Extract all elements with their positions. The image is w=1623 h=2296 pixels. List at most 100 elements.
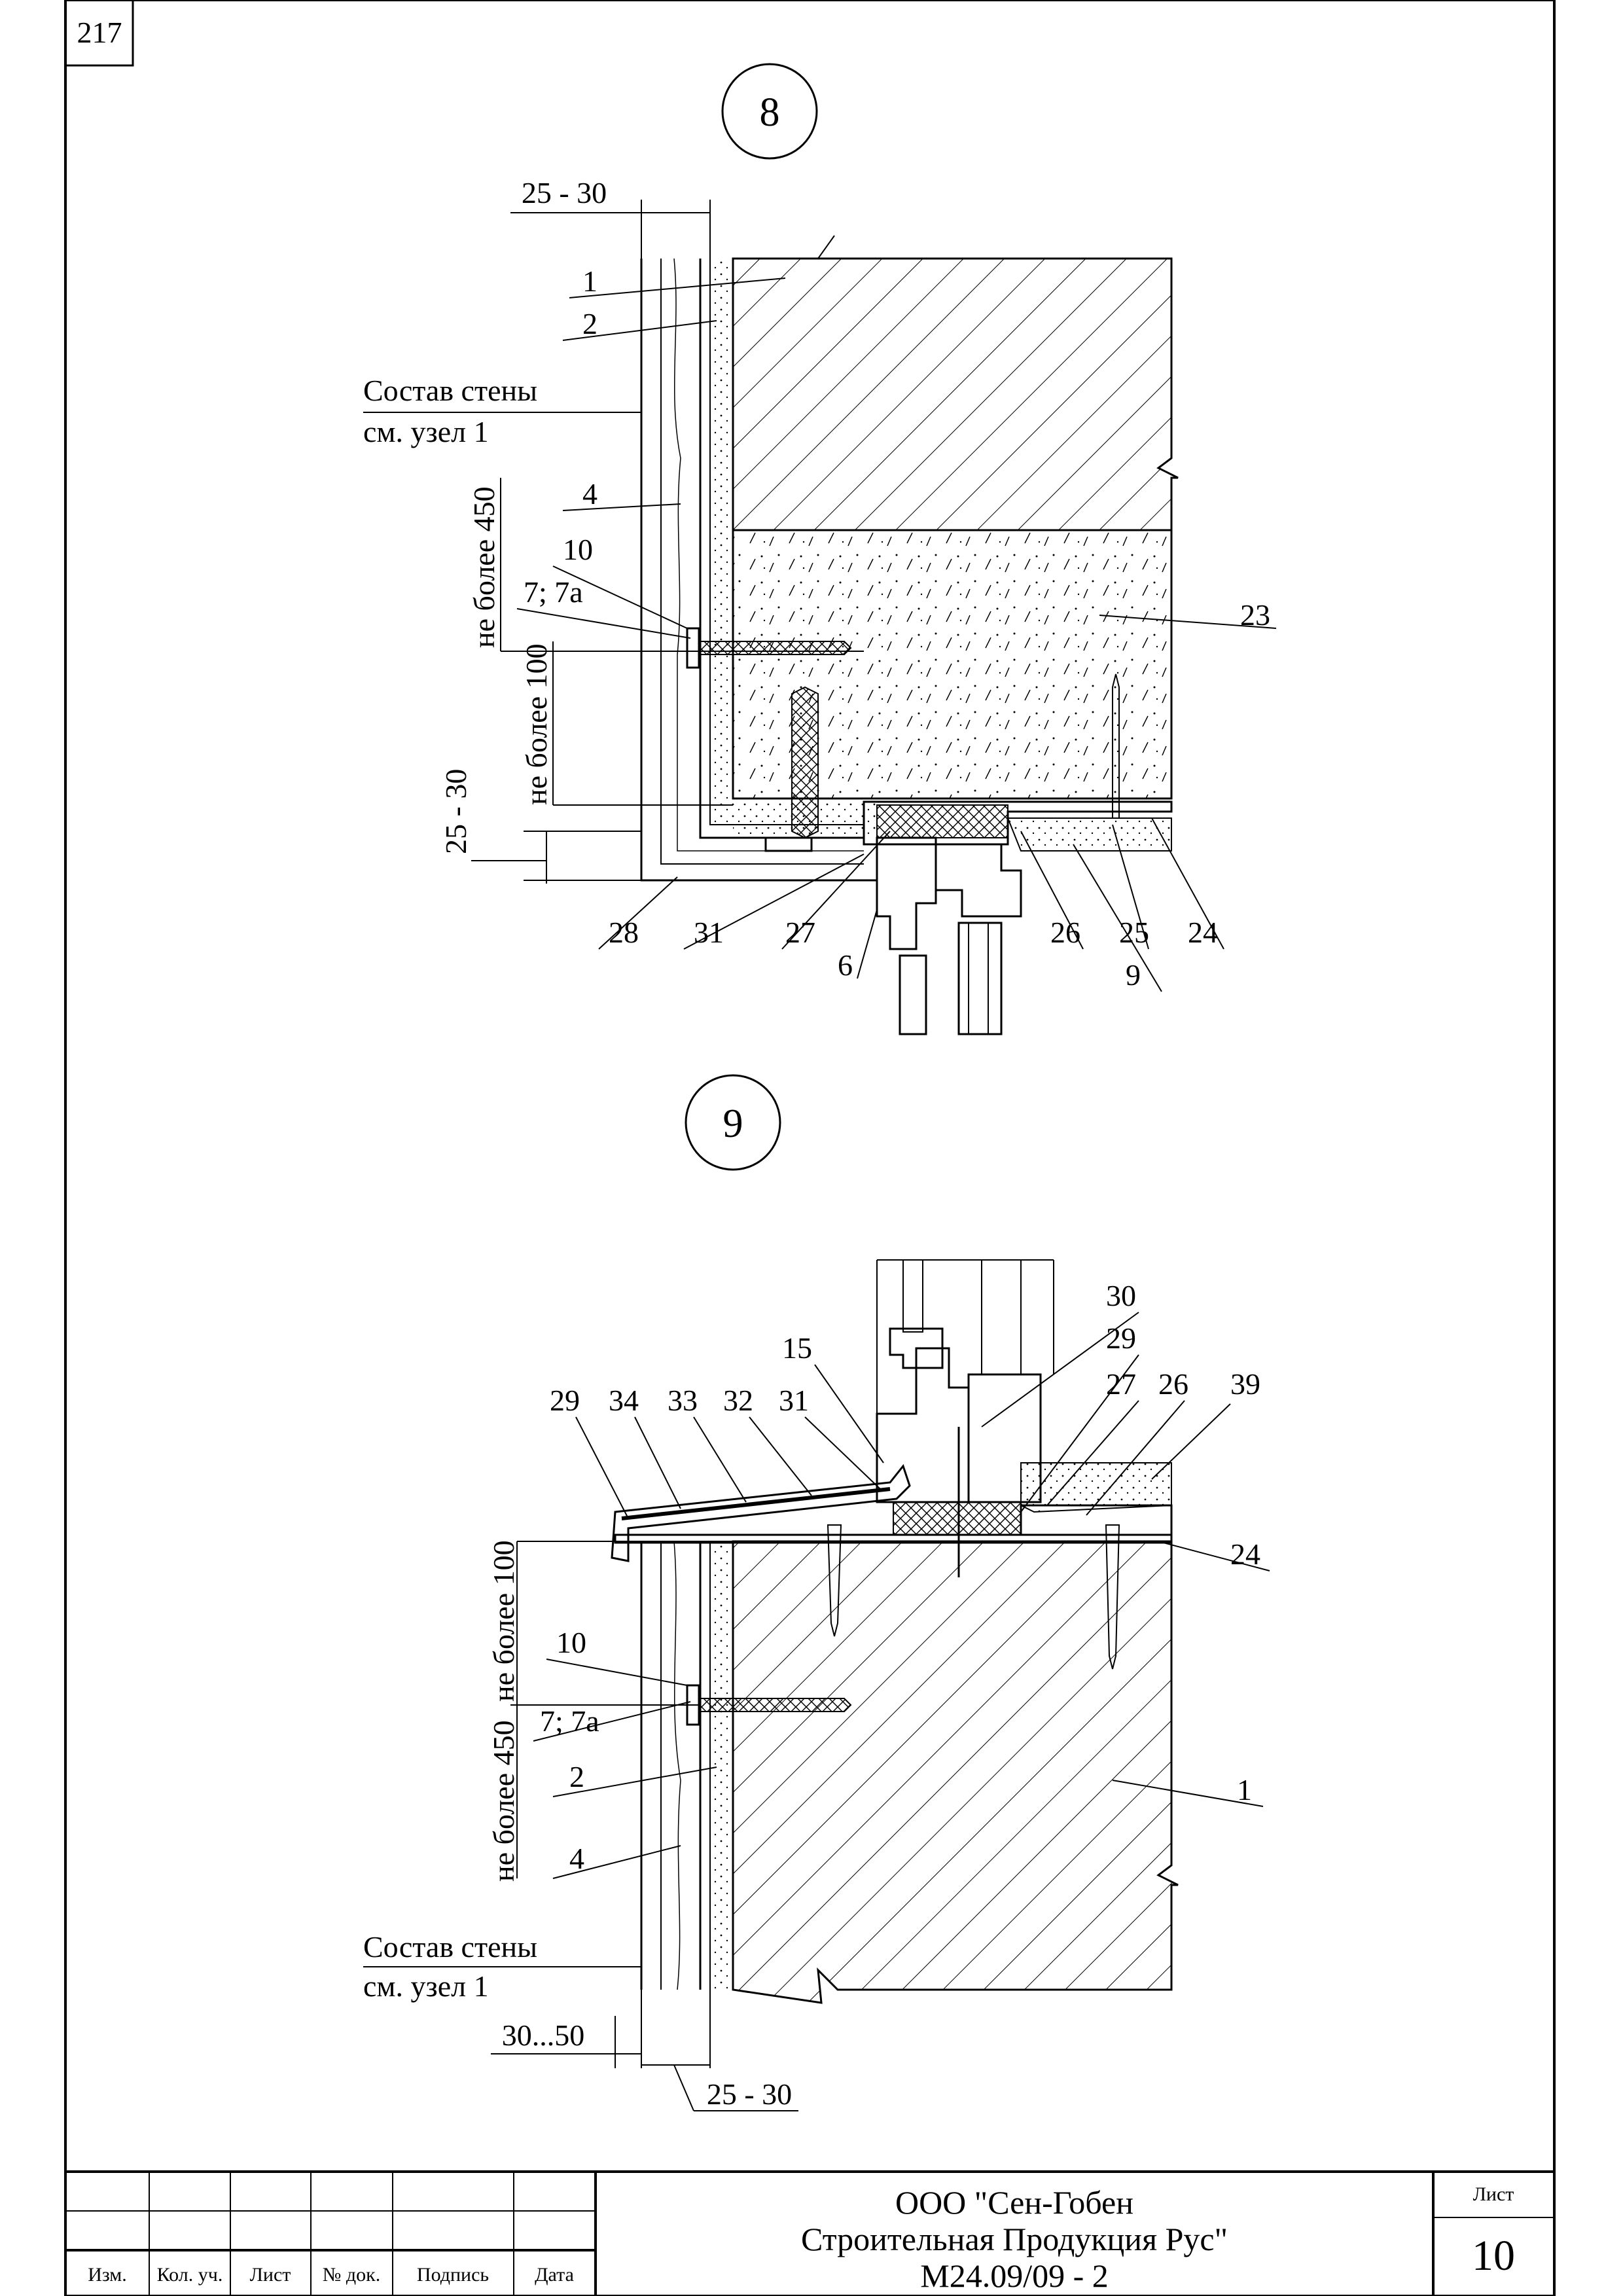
window-profile-9a [876, 1347, 970, 1503]
dim-bottom2-text: 25 - 30 [707, 2077, 792, 2111]
leader-10-9 [546, 1659, 688, 1686]
label-6: 6 [838, 948, 853, 982]
detail-8-marker-circle [721, 63, 818, 160]
leader-28 [598, 876, 678, 950]
label-1: 1 [582, 264, 597, 298]
label-9: 9 [1126, 958, 1141, 992]
leader-30 [981, 1312, 1139, 1427]
masonry-wall-9 [732, 1540, 1179, 2004]
leader-1 [569, 278, 786, 298]
detail-8-marker: 8 [760, 90, 780, 135]
detail-9-marker-circle [685, 1074, 781, 1171]
leader-9 [1073, 844, 1162, 992]
label-15: 15 [782, 1331, 812, 1365]
detail-8: 8 [363, 63, 1277, 1035]
leader-29b [575, 1416, 629, 1519]
label-26: 26 [1050, 916, 1080, 949]
leader-29a [1020, 1354, 1139, 1513]
dim-side-text: 25 - 30 [439, 769, 473, 854]
label-4-9: 4 [569, 1842, 584, 1875]
leader-34 [634, 1416, 681, 1509]
detail-9-marker: 9 [723, 1102, 743, 1146]
window-profile-mid [935, 843, 1022, 918]
leader-32 [749, 1416, 812, 1496]
label-2: 2 [582, 307, 597, 340]
leader-27-9 [1046, 1400, 1139, 1506]
tb-header-list: Лист [250, 2264, 291, 2286]
dim-450-text-9: не более 450 [487, 1720, 520, 1882]
glass-unit-9b [981, 1259, 1022, 1375]
label-2-9: 2 [569, 1760, 584, 1793]
leader-1-9 [1112, 1780, 1264, 1807]
label-10: 10 [563, 533, 593, 566]
tb-sheet-label: Лист [1473, 2183, 1514, 2205]
adhesive-fill-9 [710, 1541, 733, 1990]
sill-layer-33 [621, 1487, 891, 1520]
facade-mesh-9 [673, 1541, 681, 1990]
tb-header-sign: Подпись [417, 2264, 489, 2286]
dim-bottom2-leader [673, 2064, 694, 2111]
wall-note-line1: Состав стены [363, 374, 537, 407]
leader-31 [683, 853, 865, 950]
bottom-nail [1112, 673, 1120, 819]
label-7-7a-9: 7; 7а [540, 1704, 599, 1738]
wall-note-line2: см. узел 1 [363, 415, 489, 448]
label-25: 25 [1119, 916, 1149, 949]
leader-26-9 [1086, 1400, 1185, 1516]
label-31: 31 [694, 916, 724, 949]
inner-sill-board [1020, 1504, 1173, 1536]
label-10-9: 10 [556, 1626, 586, 1659]
adhesive-fill [710, 259, 733, 825]
sill-seal-9 [893, 1501, 1022, 1535]
title-block: Изм. Кол. уч. Лист № док. Подпись Дата О… [65, 2170, 1554, 2296]
wall-note-9-line2: см. узел 1 [363, 1969, 489, 2003]
label-1-9: 1 [1237, 1773, 1252, 1806]
leader-4-9 [552, 1845, 681, 1879]
leader-10 [552, 565, 688, 629]
leader-39 [1151, 1403, 1231, 1480]
dim-100-text-9: не более 100 [487, 1540, 520, 1702]
wall-break-mark [817, 235, 835, 259]
leader-31-9 [804, 1416, 881, 1490]
tb-header-date: Дата [535, 2264, 574, 2286]
leader-25 [1112, 824, 1149, 950]
window-frame-9 [876, 1259, 1054, 1577]
leader-4 [562, 503, 681, 511]
sill-slope [1007, 817, 1172, 852]
masonry-wall [732, 257, 1179, 531]
leader-15 [814, 1364, 884, 1463]
label-4: 4 [582, 477, 597, 511]
dim-100-text: не более 100 [520, 643, 553, 805]
fixing-nail-1 [827, 1524, 842, 1637]
label-32: 32 [723, 1384, 753, 1417]
label-34: 34 [609, 1384, 639, 1417]
leader-7 [516, 608, 691, 639]
label-7-7a: 7; 7а [524, 575, 583, 609]
wall-note-9-line1: Состав стены [363, 1930, 537, 1964]
label-27: 27 [785, 916, 815, 949]
dim-bottom1-text: 30...50 [502, 2018, 585, 2052]
leader-7-9 [533, 1701, 691, 1742]
tb-sheet-number: 10 [1472, 2232, 1515, 2280]
window-sill-seal [876, 804, 1008, 838]
label-29a: 29 [1106, 1321, 1136, 1355]
fixing-nail-2 [1105, 1524, 1120, 1670]
glazing-bead-8a [899, 954, 927, 1035]
detail-9: 9 [363, 1074, 1270, 2111]
window-profile-top [863, 800, 1173, 846]
drip-flashing [611, 1463, 911, 1562]
leader-24-9 [1158, 1541, 1270, 1571]
tb-company-line2: Строительная Продукция Рус" [801, 2221, 1228, 2257]
dim-450-text: не более 450 [467, 486, 501, 648]
leader-33 [693, 1416, 747, 1503]
inner-sill-39 [1020, 1462, 1172, 1513]
leader-2-9 [552, 1767, 717, 1797]
window-frame-8 [863, 800, 1173, 1035]
label-29b: 29 [550, 1384, 580, 1417]
label-33: 33 [668, 1384, 698, 1417]
page-number: 217 [77, 16, 122, 49]
facade-layer-inner [660, 259, 864, 865]
label-24: 24 [1188, 916, 1218, 949]
window-bead-9 [889, 1327, 944, 1369]
leader-6 [857, 909, 878, 979]
